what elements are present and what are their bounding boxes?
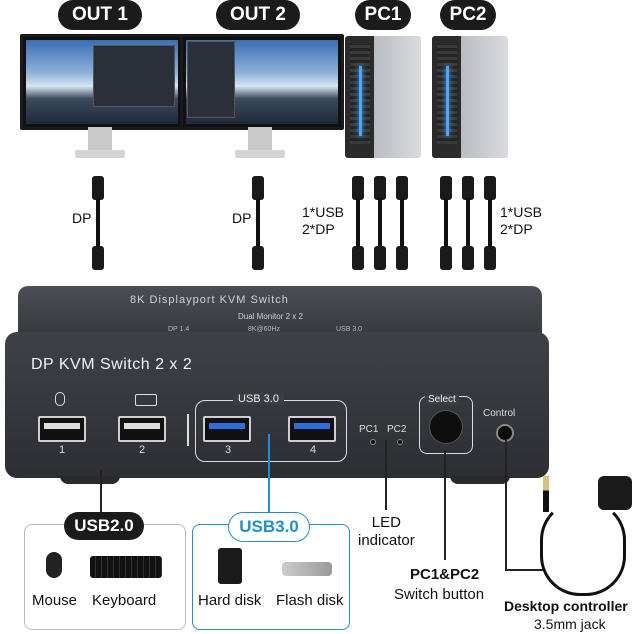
usb-port-2[interactable] (118, 416, 166, 442)
port-number: 4 (310, 444, 317, 456)
monitor-stand (88, 127, 112, 151)
usb-port-1[interactable] (38, 416, 86, 442)
connector-line (505, 569, 545, 571)
dp-cable (256, 198, 260, 248)
dp-plug (92, 176, 104, 200)
pc1-tower (345, 36, 421, 158)
port-number: 3 (225, 444, 232, 456)
connector-line (268, 434, 270, 514)
monitor-out1 (20, 34, 184, 130)
cable (466, 198, 470, 248)
pc2-tower (432, 36, 508, 158)
top-subtitle: Dual Monitor 2 x 2 (238, 312, 303, 321)
usb-plug (440, 176, 452, 200)
top-spec-3: USB 3.0 (336, 326, 363, 333)
top-spec-2: 8K@60Hz (248, 326, 281, 333)
dp-plug (396, 176, 408, 200)
app-windows (93, 45, 175, 107)
mouse-caption: Mouse (32, 592, 78, 609)
select-label: Select (425, 394, 459, 405)
cable (444, 198, 448, 248)
cable (378, 198, 382, 248)
cable (356, 198, 360, 248)
switch-title: PC1&PC2 (410, 566, 480, 583)
switch-subtitle: Switch button (394, 586, 485, 603)
connector-line (444, 450, 446, 560)
top-title: 8K Displayport KVM Switch (130, 294, 289, 306)
dp-plug (374, 246, 386, 270)
dp-label-left: DP (72, 210, 92, 226)
keyboard-image (90, 556, 162, 578)
port-number: 2 (139, 444, 146, 456)
dp-plug (252, 246, 264, 270)
dp-plug (484, 176, 496, 200)
monitor-out2 (180, 34, 344, 130)
flash-disk-caption: Flash disk (276, 592, 344, 609)
dp-plug (374, 176, 386, 200)
keyboard-caption: Keyboard (92, 592, 157, 609)
mouse-image (46, 552, 62, 578)
monitor-stand (248, 127, 272, 151)
dp-plug (462, 246, 474, 270)
control-label: Control (483, 408, 516, 419)
pc1-label: PC1 (355, 0, 411, 30)
usb-plug (440, 246, 452, 270)
pc1-indicator-label: PC1 (359, 424, 379, 435)
connector-line (100, 470, 102, 512)
pc1-cable-label: 1*USB 2*DP (302, 204, 345, 237)
port-number: 1 (59, 444, 66, 456)
select-button[interactable] (429, 410, 463, 444)
monitor-foot (235, 150, 285, 158)
led-indicator-label: LED indicator (358, 514, 415, 549)
pc-light (446, 66, 449, 136)
controller-puck (598, 476, 632, 510)
dp-plug (252, 176, 264, 200)
usb3-header: USB 3.0 (233, 393, 284, 405)
dp-plug (92, 246, 104, 270)
usb-port-3[interactable] (203, 416, 251, 442)
pc2-led (397, 439, 403, 445)
usb-plug (352, 246, 364, 270)
cable (488, 198, 492, 248)
pc2-cable-label: 1*USB 2*DP (500, 204, 543, 237)
flash-disk-image (282, 562, 332, 576)
usb3-label: USB3.0 (228, 512, 310, 542)
keyboard-icon (135, 394, 157, 406)
hard-disk-image (218, 548, 242, 584)
out2-label: OUT 2 (216, 0, 300, 30)
device-foot (60, 476, 120, 484)
dp-plug (484, 246, 496, 270)
dp-label-right: DP (232, 210, 252, 226)
app-windows (187, 41, 235, 118)
mouse-icon (55, 392, 65, 406)
dp-cable (96, 198, 100, 248)
out1-label: OUT 1 (58, 0, 142, 30)
monitor-foot (75, 150, 125, 158)
top-spec-1: DP 1.4 (168, 326, 190, 333)
controller-title: Desktop controller (504, 598, 628, 614)
front-title: DP KVM Switch 2 x 2 (31, 356, 193, 373)
dp-plug (462, 176, 474, 200)
jack-plug (543, 476, 549, 512)
usb2-label: USB2.0 (64, 512, 144, 540)
connector-line (505, 440, 507, 570)
pc1-led (370, 439, 376, 445)
dp-plug (396, 246, 408, 270)
controller-cable (540, 500, 626, 596)
hard-disk-caption: Hard disk (198, 592, 262, 609)
connector-line (385, 440, 387, 510)
divider (187, 414, 189, 446)
pc2-indicator-label: PC2 (387, 424, 407, 435)
pc-light (359, 66, 362, 136)
controller-subtitle: 3.5mm jack (534, 616, 606, 632)
pc2-label: PC2 (440, 0, 496, 30)
usb-port-4[interactable] (288, 416, 336, 442)
device-foot (450, 476, 510, 484)
cable (400, 198, 404, 248)
kvm-front-panel: DP KVM Switch 2 x 2 1 2 USB 3.0 3 4 PC1 … (5, 332, 549, 478)
usb-plug (352, 176, 364, 200)
